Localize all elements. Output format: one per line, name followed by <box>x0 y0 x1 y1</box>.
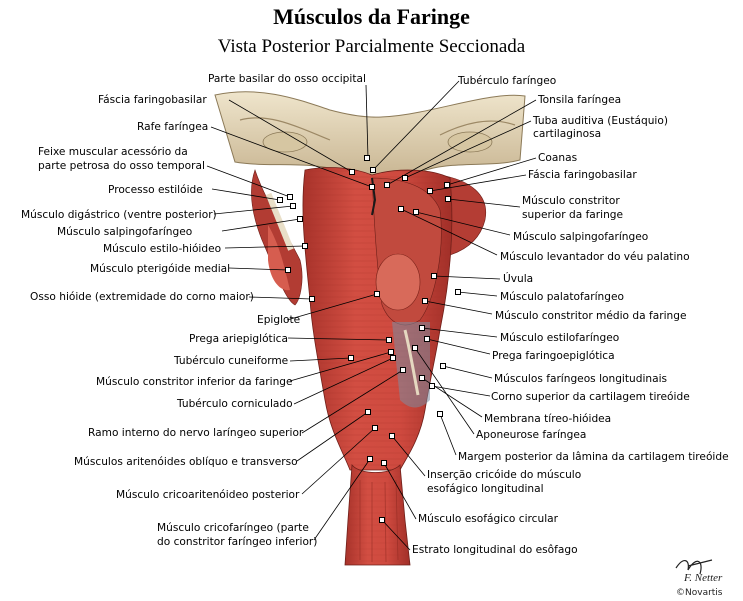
signature: F. Netter <box>684 572 723 584</box>
label-tuberculo-cuneiforme: Tubérculo cuneiforme <box>174 355 289 367</box>
label-feixe-muscular-2: parte petrosa do osso temporal <box>38 160 205 172</box>
copyright-credit: ©Novartis <box>676 588 723 598</box>
label-tuberculo-corniculado: Tubérculo corniculado <box>177 398 293 410</box>
label-pterigoide: Músculo pterigóide medial <box>90 263 231 275</box>
label-levantador: Músculo levantador do véu palatino <box>500 251 690 263</box>
label-ramo-interno: Ramo interno do nervo laríngeo superior <box>88 427 304 439</box>
label-esofagico-circular: Músculo esofágico circular <box>418 513 559 525</box>
label-margem-posterior: Margem posterior da lâmina da cartilagem… <box>458 451 729 463</box>
leader-lines <box>206 80 537 551</box>
label-prega-ariepiglotica: Prega ariepiglótica <box>189 333 288 345</box>
label-rafe-faringea: Rafe faríngea <box>137 121 209 133</box>
label-digastrico: Músculo digástrico (ventre posterior) <box>21 209 217 221</box>
label-tuberculo-faringeo: Tubérculo faríngeo <box>458 75 557 87</box>
label-constritor-superior-1: Músculo constritor <box>522 195 620 207</box>
label-aponeurose: Aponeurose faríngea <box>476 429 587 441</box>
label-fascia-faringobasilar-left: Fáscia faringobasilar <box>98 94 207 106</box>
label-insercao-2: esofágico longitudinal <box>427 483 544 495</box>
label-osso-hioide: Osso hióide (extremidade do corno maior) <box>30 291 254 303</box>
label-longitudinais: Músculos faríngeos longitudinais <box>494 373 668 385</box>
esophagus <box>344 463 411 566</box>
label-cricofaringeo-2: do constritor faríngeo inferior) <box>157 536 318 548</box>
skull-base <box>214 91 526 177</box>
label-estilofaringeo: Músculo estilofaríngeo <box>500 332 620 344</box>
label-parte-basilar: Parte basilar do osso occipital <box>208 73 366 85</box>
label-cricoaritenoideo: Músculo cricoaritenóideo posterior <box>116 489 300 501</box>
label-insercao-1: Inserção cricóide do músculo <box>427 469 582 481</box>
label-aritenoides: Músculos aritenóides oblíquo e transvers… <box>74 456 298 468</box>
label-constritor-inferior: Músculo constritor inferior da faringe <box>96 376 293 388</box>
page-title: Músculos da Faringe <box>273 4 470 29</box>
label-coanas: Coanas <box>538 152 578 164</box>
label-cricofaringeo-1: Músculo cricofaríngeo (parte <box>157 522 309 534</box>
label-tuba-auditiva-2: cartilaginosa <box>533 128 602 140</box>
page-subtitle: Vista Posterior Parcialmente Seccionada <box>217 36 526 57</box>
marker-points <box>277 155 461 523</box>
label-constritor-medio: Músculo constritor médio da faringe <box>495 310 687 322</box>
label-tuba-auditiva-1: Tuba auditiva (Eustáquio) <box>533 115 668 127</box>
label-palatofaringeo: Músculo palatofaríngeo <box>500 291 624 303</box>
label-tonsila-faringea: Tonsila faríngea <box>538 94 622 106</box>
label-constritor-superior-2: superior da faringe <box>522 209 624 221</box>
netter-signature-mark <box>675 559 713 575</box>
label-prega-faringoepiglotica: Prega faringoepiglótica <box>492 350 615 362</box>
label-salpingofaringeo-left: Músculo salpingofaríngeo <box>57 226 193 238</box>
pharynx-body <box>302 167 453 471</box>
label-corno-superior: Corno superior da cartilagem tireóide <box>491 391 690 403</box>
label-epiglote: Epiglote <box>257 314 301 326</box>
left-lateral-muscles <box>251 169 303 306</box>
label-processo-estiloide: Processo estilóide <box>108 184 203 196</box>
label-membrana-tireo-hioidea: Membrana tíreo-hióidea <box>484 413 612 425</box>
label-estrato-longitudinal: Estrato longitudinal do esôfago <box>412 544 578 556</box>
label-salpingofaringeo-right: Músculo salpingofaríngeo <box>513 231 649 243</box>
label-uvula: Úvula <box>503 273 534 285</box>
label-feixe-muscular-1: Feixe muscular acessório da <box>38 146 188 158</box>
label-fascia-faringobasilar-right: Fáscia faringobasilar <box>528 169 637 181</box>
label-estilo-hioideo: Músculo estilo-hióideo <box>103 243 222 255</box>
